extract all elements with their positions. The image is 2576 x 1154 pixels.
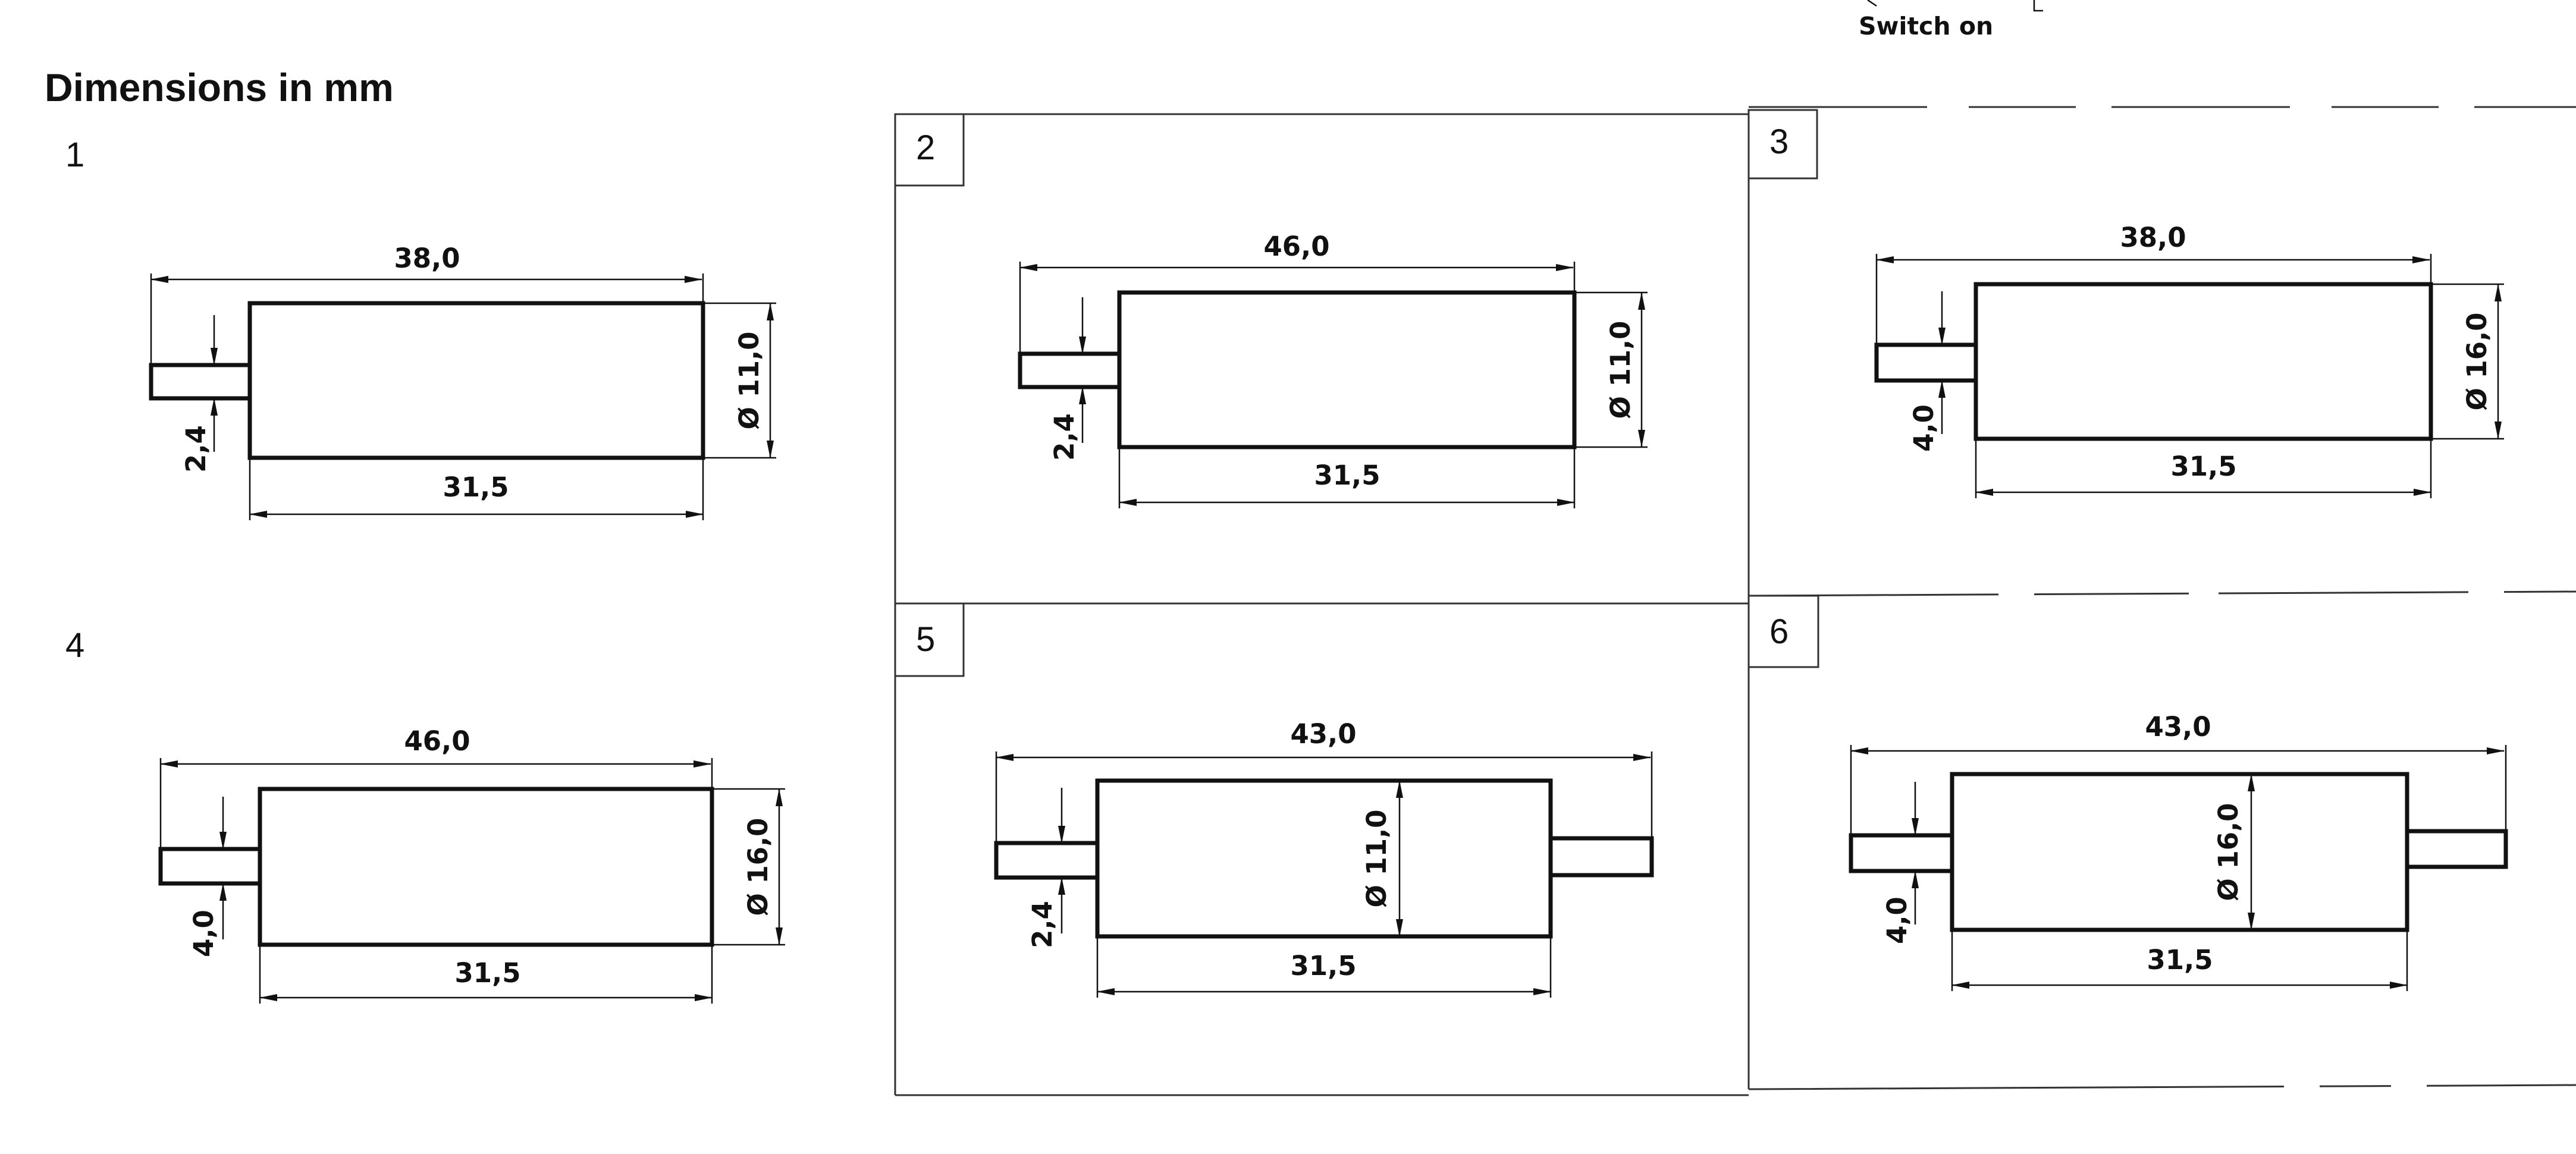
panel-4-number: 4 bbox=[65, 626, 84, 665]
panel-3-number-box bbox=[1747, 109, 1818, 180]
panel-2-total-length: 46,0 bbox=[1263, 231, 1329, 262]
panel-1-drawing: 38,0 31,5 Ø 11,0 2,4 bbox=[149, 243, 776, 520]
switch-on-label: Switch on bbox=[1859, 12, 1993, 40]
panel-3-diameter: Ø 16,0 bbox=[2461, 313, 2493, 411]
panel-3-drawing: 38,0 31,5 Ø 16,0 4,0 bbox=[1874, 222, 2504, 498]
panel-6-number: 6 bbox=[1769, 612, 1789, 651]
panel-2-body-length: 31,5 bbox=[1314, 460, 1380, 491]
panel-3-total-length: 38,0 bbox=[2120, 222, 2186, 253]
panel-4-body bbox=[258, 787, 714, 947]
panel-5-shaft-diameter: 2,4 bbox=[1027, 901, 1058, 948]
panel-5-body-length: 31,5 bbox=[1290, 950, 1356, 982]
panel-2-diameter: Ø 11,0 bbox=[1605, 321, 1636, 419]
panel-1-body-length: 31,5 bbox=[443, 471, 509, 503]
grid-line-bottom-right bbox=[1748, 1084, 2576, 1090]
panel-6-number-box bbox=[1747, 595, 1819, 668]
panel-4-shaft-diameter: 4,0 bbox=[188, 910, 219, 957]
panel-3-body-length: 31,5 bbox=[2170, 451, 2236, 482]
page-title: Dimensions in mm bbox=[45, 65, 394, 109]
panel-2-shaft bbox=[1018, 351, 1122, 389]
panel-2-drawing: 46,0 31,5 Ø 11,0 2,4 bbox=[1018, 231, 1648, 508]
panel-5-number-box bbox=[894, 602, 965, 677]
grid-line-mid-right bbox=[1748, 590, 2576, 597]
panel-3-body bbox=[1973, 282, 2433, 441]
panel-5-body bbox=[1095, 778, 1553, 939]
panel-5-diameter: Ø 11,0 bbox=[1361, 810, 1392, 908]
panel-1-diameter: Ø 11,0 bbox=[733, 332, 765, 430]
panel-5-shaft-left bbox=[994, 841, 1100, 880]
panel-4-diameter: Ø 16,0 bbox=[742, 818, 774, 916]
panel-1-shaft bbox=[149, 363, 252, 401]
panel-6-diameter: Ø 16,0 bbox=[2213, 803, 2244, 901]
panel-1-number: 1 bbox=[65, 136, 84, 174]
panel-2-number: 2 bbox=[916, 128, 935, 167]
panel-grid bbox=[894, 106, 2576, 1096]
panel-6-body-length: 31,5 bbox=[2147, 944, 2213, 976]
panel-5-total-length: 43,0 bbox=[1290, 718, 1356, 750]
panel-1-total-length: 38,0 bbox=[394, 243, 460, 274]
panel-5-number: 5 bbox=[916, 620, 935, 659]
panel-3-shaft bbox=[1874, 342, 1978, 383]
panel-6-total-length: 43,0 bbox=[2145, 711, 2211, 743]
panel-5-drawing: 43,0 31,5 Ø 11,0 2,4 bbox=[994, 718, 1654, 998]
panel-1-shaft-diameter: 2,4 bbox=[180, 425, 212, 473]
cropped-switch-mark bbox=[1867, 0, 2043, 12]
panel-3-number: 3 bbox=[1769, 122, 1789, 161]
panel-2-number-box bbox=[894, 113, 965, 187]
panel-4-drawing: 46,0 31,5 Ø 16,0 4,0 bbox=[158, 725, 785, 1004]
panel-3-shaft-diameter: 4,0 bbox=[1908, 404, 1940, 452]
panel-4-total-length: 46,0 bbox=[404, 725, 470, 757]
panel-1-body bbox=[247, 301, 705, 460]
panel-6-drawing: 43,0 31,5 Ø 16,0 4,0 bbox=[1849, 711, 2508, 991]
panel-4-shaft bbox=[158, 847, 262, 886]
panel-6-shaft-left bbox=[1849, 833, 1954, 873]
panel-5-shaft-right bbox=[1548, 836, 1654, 878]
panel-2-shaft-diameter: 2,4 bbox=[1049, 413, 1080, 461]
panel-6-body bbox=[1950, 772, 2409, 932]
panel-4-body-length: 31,5 bbox=[454, 957, 520, 989]
panel-6-shaft-right bbox=[2405, 829, 2508, 869]
panel-6-shaft-diameter: 4,0 bbox=[1881, 897, 1913, 944]
panel-2-body bbox=[1117, 290, 1577, 449]
